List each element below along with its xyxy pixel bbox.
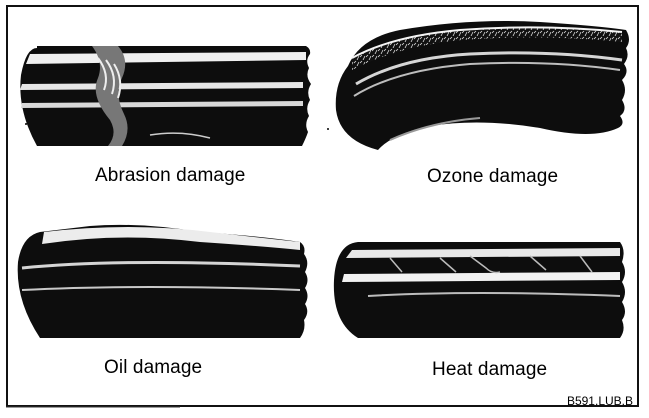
caption-heat-damage: Heat damage: [432, 359, 547, 381]
ozone-hose: [336, 21, 629, 150]
oil-hose: [18, 225, 308, 338]
heat-hose: [334, 242, 625, 338]
abrasion-hose: [20, 46, 311, 146]
caption-oil-damage: Oil damage: [104, 357, 202, 379]
speck-mark: [327, 128, 329, 130]
reference-code: B591.LUB.B: [567, 394, 633, 408]
caption-ozone-damage: Ozone damage: [427, 166, 558, 188]
caption-abrasion-damage: Abrasion damage: [95, 165, 245, 187]
speck-mark: [25, 123, 27, 125]
